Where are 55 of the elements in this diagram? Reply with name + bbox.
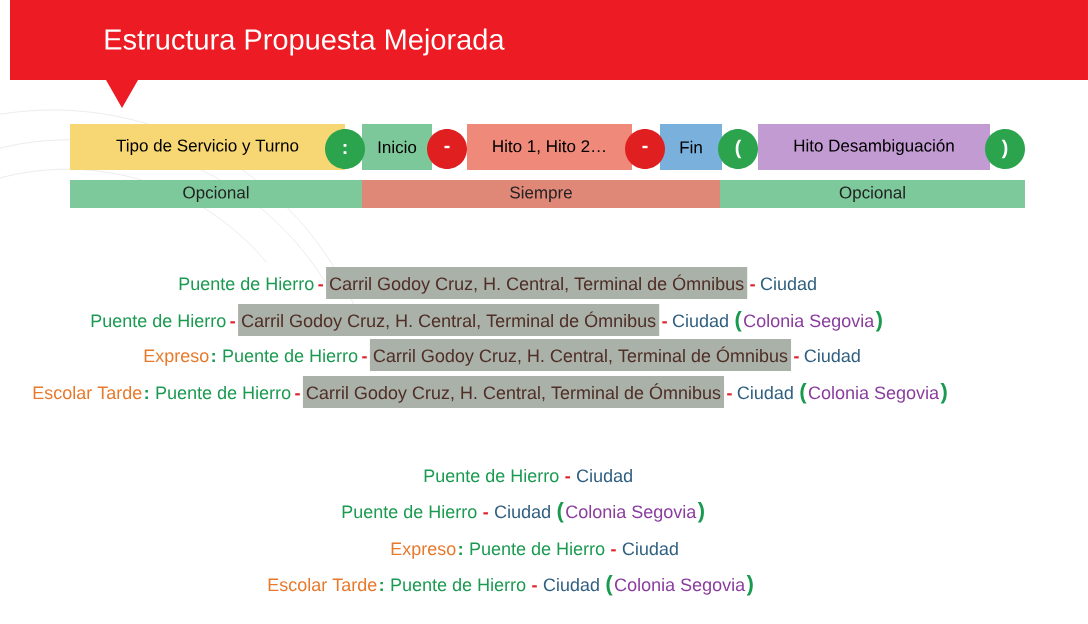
highlight-box: Carril Godoy Cruz, H. Central, Terminal de Ómnibus (326, 267, 748, 299)
separator-symbol: - (362, 356, 367, 359)
example-text: Ciudad (495, 504, 550, 519)
separator-symbol: - (727, 393, 732, 396)
segment-box: Hito Desambiguación (758, 124, 990, 170)
example-text: Puente de Hierro (424, 468, 559, 483)
example-text: Ciudad (672, 313, 728, 328)
separator-symbol: - (483, 512, 488, 515)
separator-symbol: ) (697, 502, 704, 523)
separator-symbol: : (380, 581, 383, 591)
separator-symbol: ( (800, 383, 807, 404)
example-text: Ciudad (760, 276, 816, 291)
example-text: Ciudad (622, 541, 678, 556)
example-text: Expreso (144, 349, 209, 366)
separator-symbol: - (750, 284, 755, 287)
separator-symbol: ) (875, 311, 882, 332)
example-text: Escolar Tarde (268, 577, 377, 592)
example-text: Ciudad (543, 577, 599, 592)
separator-symbol: ( (606, 575, 613, 596)
segment-box: Fin (660, 124, 722, 170)
example-text: Escolar Tarde (33, 385, 142, 400)
example-text: Expreso (391, 542, 456, 559)
example-text: Ciudad (577, 468, 632, 483)
example-text: Colonia Segovia (808, 385, 940, 403)
example-text: Puente de Hierro (179, 276, 314, 291)
category-band: Opcional (70, 180, 362, 208)
example-text: Puente de Hierro (223, 348, 358, 363)
separator-symbol: ) (746, 575, 753, 596)
example-text: Puente de Hierro (470, 541, 605, 556)
highlight-box: Carril Godoy Cruz, H. Central, Terminal de Ómnibus (238, 304, 660, 336)
separator-symbol: : (212, 352, 215, 362)
example-text: Puente de Hierro (342, 504, 477, 519)
segment-box: Inicio (362, 124, 432, 170)
highlight-box: Carril Godoy Cruz, H. Central, Terminal de Ómnibus (369, 339, 792, 371)
example-text: Colonia Segovia (615, 577, 746, 595)
separator-symbol: - (662, 321, 667, 324)
example-text: Puente de Hierro (156, 385, 291, 400)
example-text: Colonia Segovia (566, 504, 697, 522)
separator-symbol: - (611, 549, 616, 552)
example-text: Ciudad (737, 385, 793, 400)
separator-symbol: - (532, 585, 537, 588)
category-band: Opcional (720, 180, 1025, 208)
example-text: Puente de Hierro (391, 577, 526, 592)
example-text: Colonia Segovia (744, 313, 875, 331)
title-text: Estructura Propuesta Mejorada (105, 28, 505, 56)
category-band: Siempre (362, 180, 720, 208)
separator-symbol: - (565, 476, 570, 479)
separator-symbol: : (459, 545, 462, 555)
separator-symbol: ( (557, 502, 564, 523)
separator-symbol: ( (735, 311, 742, 332)
segment-box: Hito 1, Hito 2… (467, 124, 632, 170)
highlight-box: Carril Godoy Cruz, H. Central, Terminal de Ómnibus (302, 376, 725, 408)
separator-symbol: ) (940, 383, 947, 404)
separator-symbol: : (145, 389, 148, 399)
separator-symbol: - (318, 284, 323, 287)
